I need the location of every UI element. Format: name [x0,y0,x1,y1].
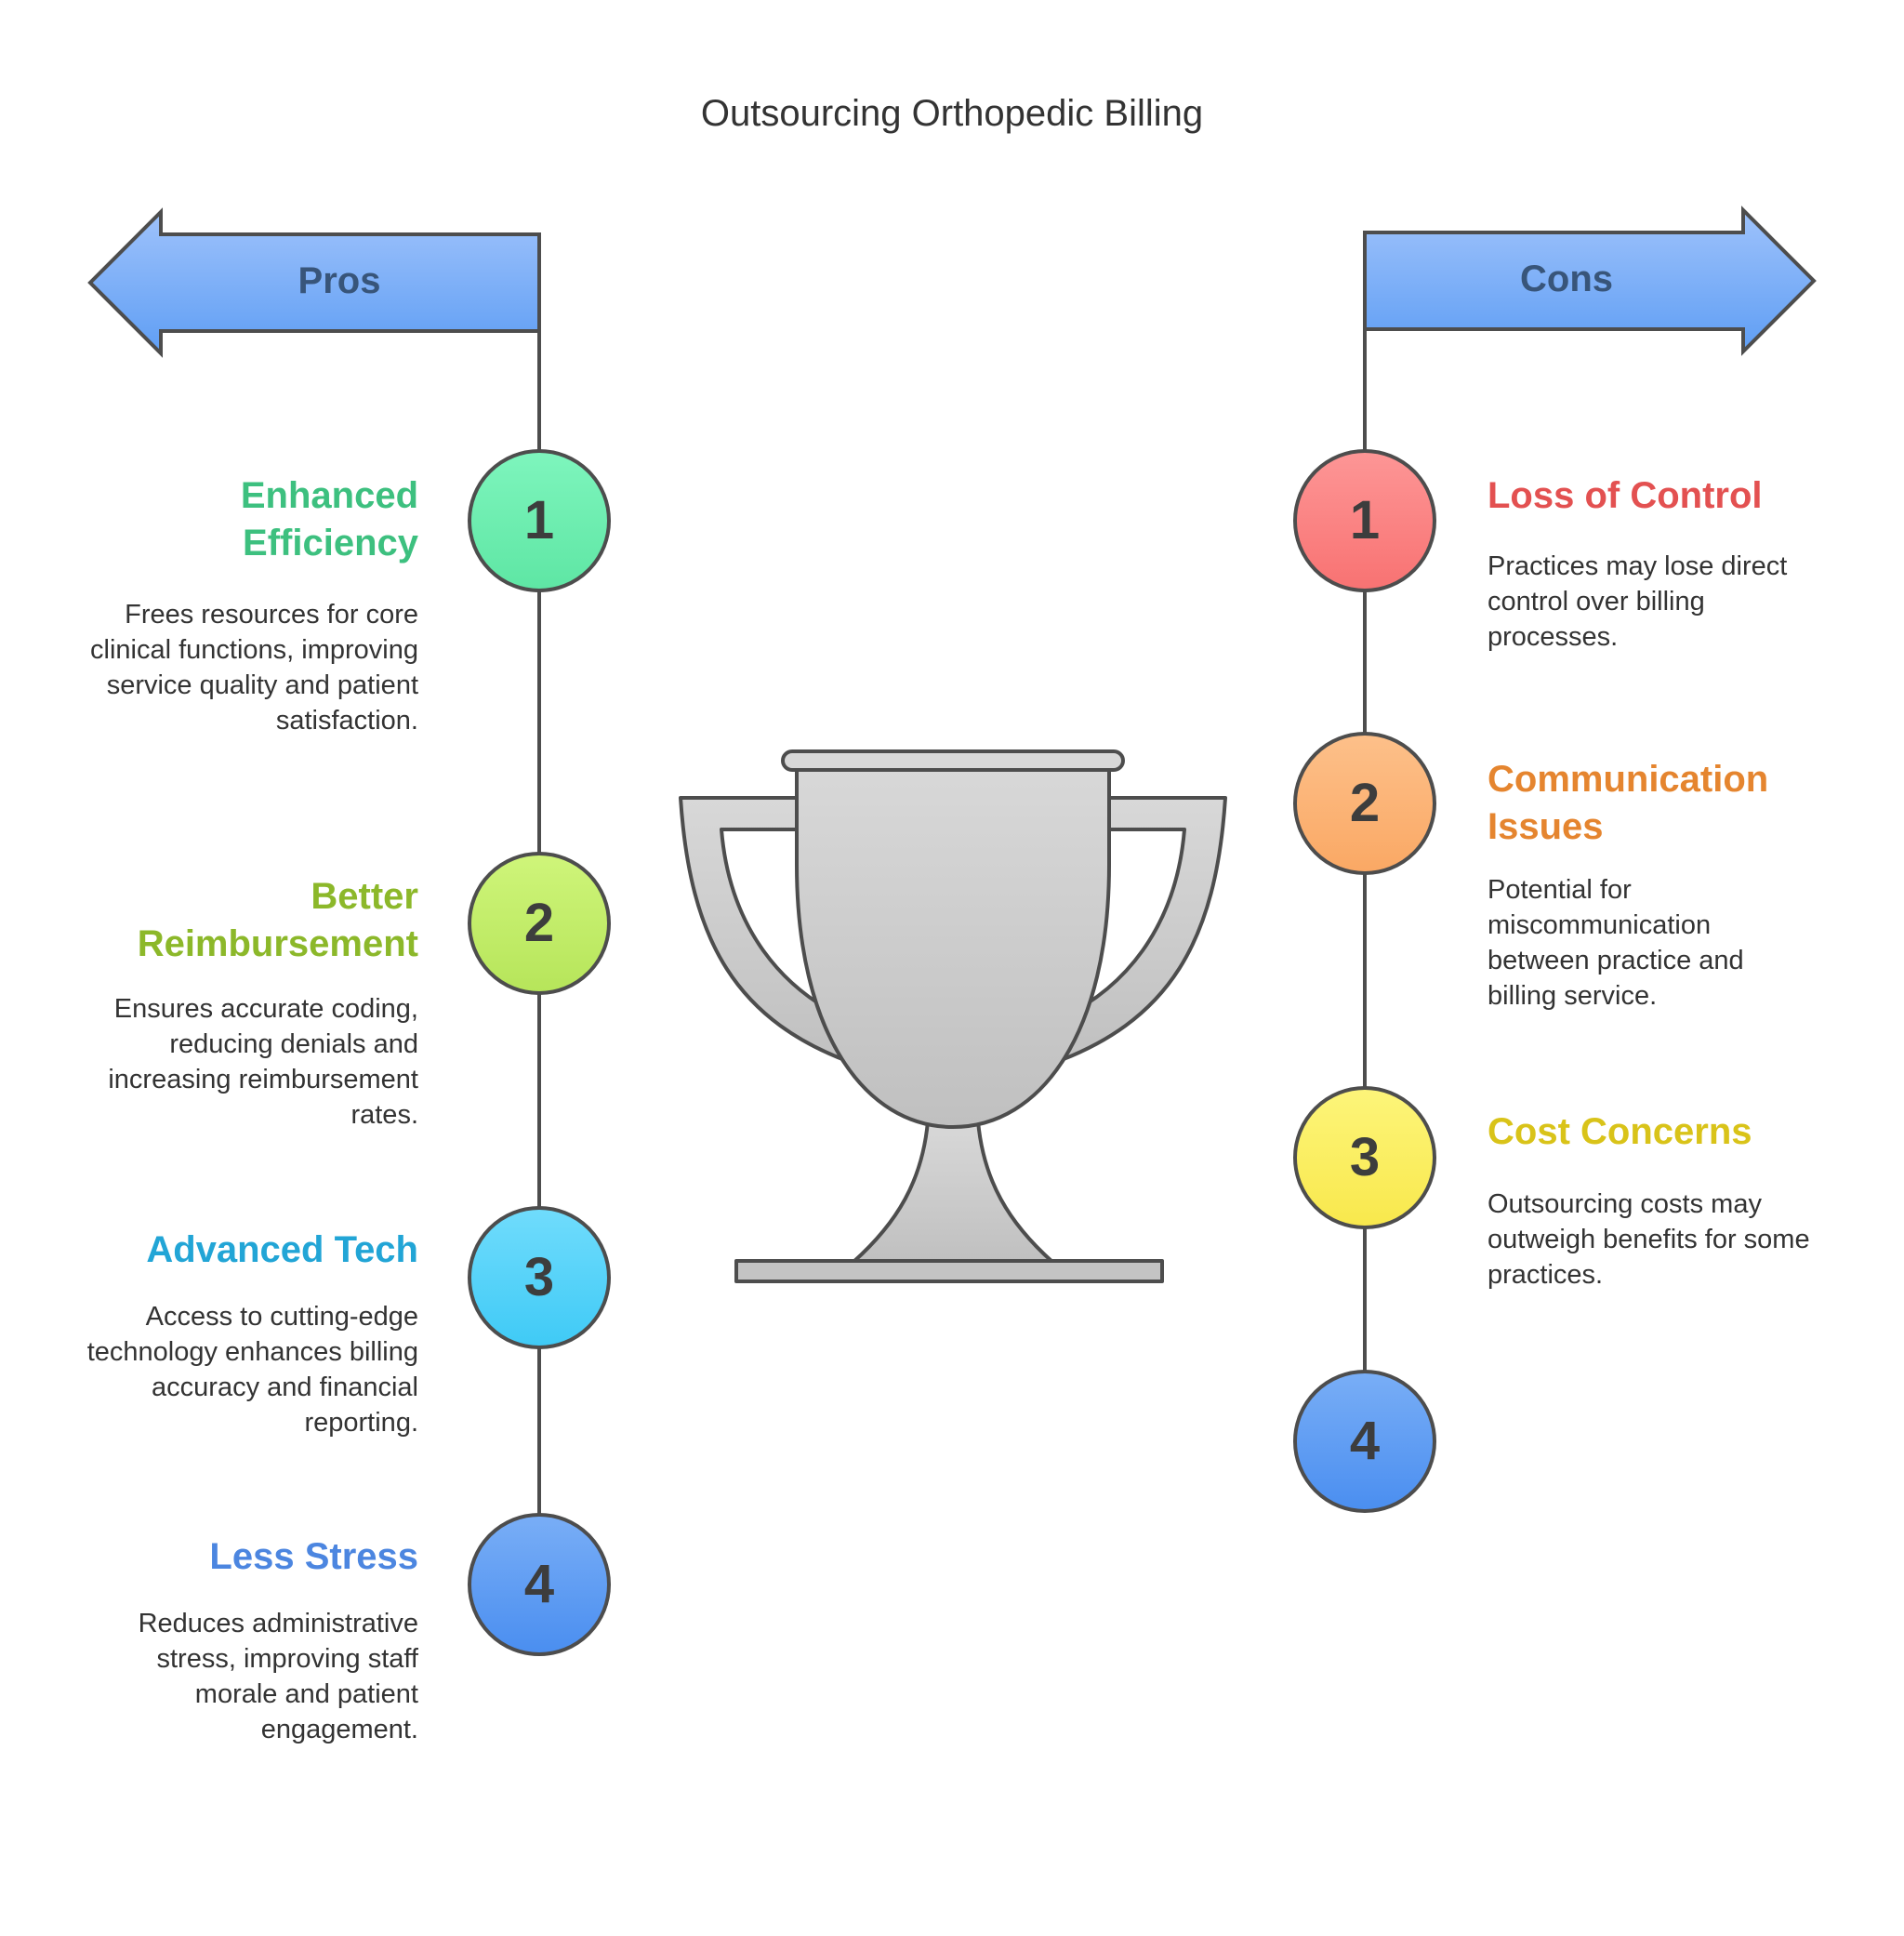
trophy-stem [852,1120,1054,1264]
pros-item-desc: Access to cutting-edge technology enhanc… [86,1302,418,1438]
pros-item-title: Advanced Tech [146,1229,418,1270]
cons-item-desc: Outsourcing costs may outweigh benefits … [1488,1189,1810,1290]
cons-number-circle-3 [1293,1086,1436,1229]
cons-item-desc: Potential for miscommunication between p… [1488,875,1744,1011]
pros-item-title: Better Reimbursement [137,876,418,964]
pros-label: Pros [298,260,381,301]
diagram-title: Outsourcing Orthopedic Billing [700,93,1204,134]
trophy-rim [781,749,1125,772]
trophy-base [734,1259,1164,1283]
trophy-icon [679,749,1227,1283]
pros-number-circle-3 [468,1206,611,1349]
pros-arrow [87,207,541,358]
cons-arrow [1363,206,1817,356]
pros-number-3: 3 [523,1247,555,1307]
cons-number-circle-1 [1293,449,1436,592]
pros-item-desc: Reduces administrative stress, improving… [138,1609,418,1744]
cons-number-1: 1 [1349,490,1381,550]
cons-item-title: Loss of Control [1488,475,1763,516]
cons-number-2: 2 [1349,773,1381,833]
cons-item-title: Cost Concerns [1488,1111,1752,1152]
cons-item-title: Communication Issues [1488,759,1769,847]
cons-item-desc: Practices may lose direct control over b… [1488,551,1788,652]
pros-item-title: Enhanced Efficiency [240,475,418,564]
pros-number-circle-4 [468,1513,611,1656]
pros-item-desc: Ensures accurate coding, reducing denial… [108,994,418,1130]
cons-number-circle-4 [1293,1370,1436,1513]
pros-number-2: 2 [523,893,555,953]
pros-item-title: Less Stress [209,1536,418,1577]
cons-number-circle-2 [1293,732,1436,875]
pros-number-circle-2 [468,852,611,995]
trophy-cup [795,764,1111,1129]
cons-number-4: 4 [1349,1411,1381,1471]
pros-item-desc: Frees resources for core clinical functi… [90,600,418,736]
pros-number-4: 4 [523,1554,555,1614]
cons-label: Cons [1520,259,1613,299]
pros-number-circle-1 [468,449,611,592]
cons-number-3: 3 [1349,1127,1381,1187]
pros-number-1: 1 [523,490,555,550]
